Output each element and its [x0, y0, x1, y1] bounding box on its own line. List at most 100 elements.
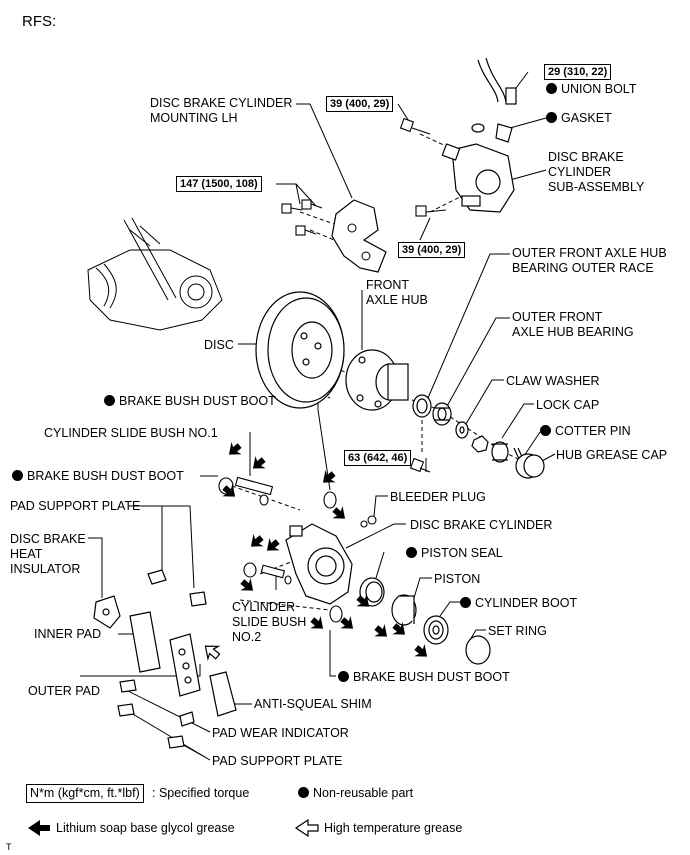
- mount-bolt-3: [295, 225, 317, 236]
- label-union-bolt: UNION BOLT: [561, 82, 637, 96]
- label-outer-bearing: OUTER FRONT AXLE HUB BEARING: [512, 310, 634, 339]
- label-piston-seal-wrap: PISTON SEAL: [406, 546, 503, 561]
- nut-shape: [471, 435, 489, 453]
- label-dust-boot-left: BRAKE BUSH DUST BOOT: [27, 469, 184, 483]
- leader-gasket: [509, 117, 547, 129]
- hub-bolt-shape: [409, 457, 431, 473]
- leader-piston: [413, 577, 432, 599]
- disc-brake-cylinder-shape: [285, 523, 353, 605]
- inner-pad-shape: [129, 611, 161, 673]
- leader-lower-bolt: [419, 217, 431, 241]
- lower-bolt-shape: [415, 205, 447, 217]
- slide-bush-2-shape: [260, 564, 286, 579]
- label-front-axle-hub: FRONT AXLE HUB: [366, 278, 428, 307]
- pad-support-plate-3: [119, 679, 137, 693]
- label-heat-insulator: DISC BRAKE HEAT INSULATOR: [10, 532, 86, 576]
- pad-support-plate-2: [189, 591, 207, 607]
- dust-boot-top-shape: [323, 491, 337, 509]
- label-cotter-pin: COTTER PIN: [555, 424, 631, 438]
- cylinder-mounting-shape: [331, 199, 387, 273]
- anti-squeal-shape: [209, 671, 237, 717]
- label-dust-boot-bottom-wrap: BRAKE BUSH DUST BOOT: [338, 670, 510, 685]
- label-disc-brake-cylinder: DISC BRAKE CYLINDER: [410, 518, 553, 532]
- dust-boot-bottom-shape: [329, 605, 343, 623]
- leader-pad-support-bottom: [125, 709, 211, 761]
- label-cotter-pin-wrap: COTTER PIN: [540, 424, 631, 439]
- wear-indicator-shape: [179, 711, 195, 727]
- gasket-shape: [471, 123, 485, 133]
- pad-support-plate-1: [147, 569, 167, 585]
- brake-line: [477, 57, 507, 103]
- torque-hub-bolt: 63 (642, 46): [344, 450, 412, 466]
- legend-lithium-arrow: [28, 820, 50, 836]
- nonreusable-dot-icon: [546, 83, 557, 94]
- outer-race-shape: [412, 394, 432, 418]
- dust-boot-mid-shape: [243, 562, 257, 578]
- nonreusable-dot-icon: [104, 395, 115, 406]
- nonreusable-dot-icon: [460, 597, 471, 608]
- label-pad-support-bottom: PAD SUPPORT PLATE: [212, 754, 343, 768]
- label-outer-pad: OUTER PAD: [28, 684, 100, 698]
- high-temp-grease-arrow: [204, 645, 221, 662]
- leader-outer-race: [427, 253, 510, 399]
- label-dust-boot-top: BRAKE BUSH DUST BOOT: [119, 394, 276, 408]
- label-hub-grease-cap: HUB GREASE CAP: [556, 448, 668, 462]
- label-pad-wear-indicator: PAD WEAR INDICATOR: [212, 726, 349, 740]
- outer-bearing-shape: [432, 402, 452, 426]
- footer-code: T: [6, 842, 12, 852]
- label-cylinder-subassembly: DISC BRAKE CYLINDER SUB-ASSEMBLY: [548, 150, 645, 194]
- nonreusable-dot-icon: [546, 112, 557, 123]
- label-bleeder-plug: BLEEDER PLUG: [390, 490, 486, 504]
- set-ring-shape: [465, 635, 491, 665]
- label-gasket-wrap: GASKET: [546, 111, 612, 126]
- leader-cotter: [523, 431, 541, 457]
- legend-high-temp: High temperature grease: [324, 821, 463, 835]
- union-bolt-shape: [505, 87, 517, 105]
- bleeder-plug-shape: [367, 515, 377, 525]
- upper-bolt-shape: [399, 117, 431, 135]
- nonreusable-dot-icon: [338, 671, 349, 682]
- label-cylinder-boot: CYLINDER BOOT: [475, 596, 578, 610]
- label-cylinder-boot-wrap: CYLINDER BOOT: [460, 596, 577, 611]
- leader-mount-bolt: [276, 183, 317, 207]
- label-union-bolt-wrap: UNION BOLT: [546, 82, 636, 97]
- nonreusable-dot-icon: [406, 547, 417, 558]
- pad-support-plate-5: [167, 735, 185, 749]
- leader-outer-pad: [80, 664, 201, 677]
- leader-bleeder: [373, 495, 388, 517]
- label-outer-race: OUTER FRONT AXLE HUB BEARING OUTER RACE: [512, 246, 667, 275]
- torque-union-bolt: 29 (310, 22): [544, 64, 612, 80]
- label-lock-cap: LOCK CAP: [536, 398, 600, 412]
- legend-nonreusable: Non-reusable part: [313, 786, 414, 800]
- leader-cyl-mounting: [296, 103, 353, 199]
- legend-torque-text: : Specified torque: [152, 786, 250, 800]
- leader-heat: [88, 537, 103, 598]
- leader-lock-cap: [501, 403, 534, 439]
- torque-upper-bolt: 39 (400, 29): [326, 96, 394, 112]
- legend-torque-box: N*m (kgf*cm, ft.*lbf): [26, 784, 144, 803]
- pad-support-plate-4: [117, 703, 135, 717]
- claw-washer-shape: [455, 421, 469, 439]
- leader-claw: [465, 379, 504, 425]
- label-dust-boot-bottom: BRAKE BUSH DUST BOOT: [353, 670, 510, 684]
- label-piston-seal: PISTON SEAL: [421, 546, 503, 560]
- mount-bolt-2: [301, 199, 323, 210]
- label-gasket: GASKET: [561, 111, 612, 125]
- page-title: RFS:: [22, 13, 57, 30]
- lithium-grease-arrows: [222, 442, 428, 657]
- legend-lithium: Lithium soap base glycol grease: [56, 821, 235, 835]
- cylinder-boot-shape: [423, 615, 449, 645]
- label-set-ring: SET RING: [488, 624, 547, 638]
- leader-piston-seal: [375, 551, 385, 579]
- nonreusable-dot-icon: [298, 787, 309, 798]
- torque-lower-bolt: 39 (400, 29): [398, 242, 466, 258]
- legend-high-temp-arrow: [294, 818, 319, 838]
- nonreusable-dot-icon: [12, 470, 23, 481]
- leader-cyl: [345, 523, 406, 549]
- front-axle-hub-shape: [345, 349, 409, 411]
- label-slide-bush-1: CYLINDER SLIDE BUSH NO.1: [44, 426, 218, 440]
- label-disc: DISC: [204, 338, 234, 352]
- leader-set-ring: [469, 629, 486, 641]
- leader-subassy: [509, 169, 547, 181]
- torque-mount-bolt: 147 (1500, 108): [176, 176, 262, 192]
